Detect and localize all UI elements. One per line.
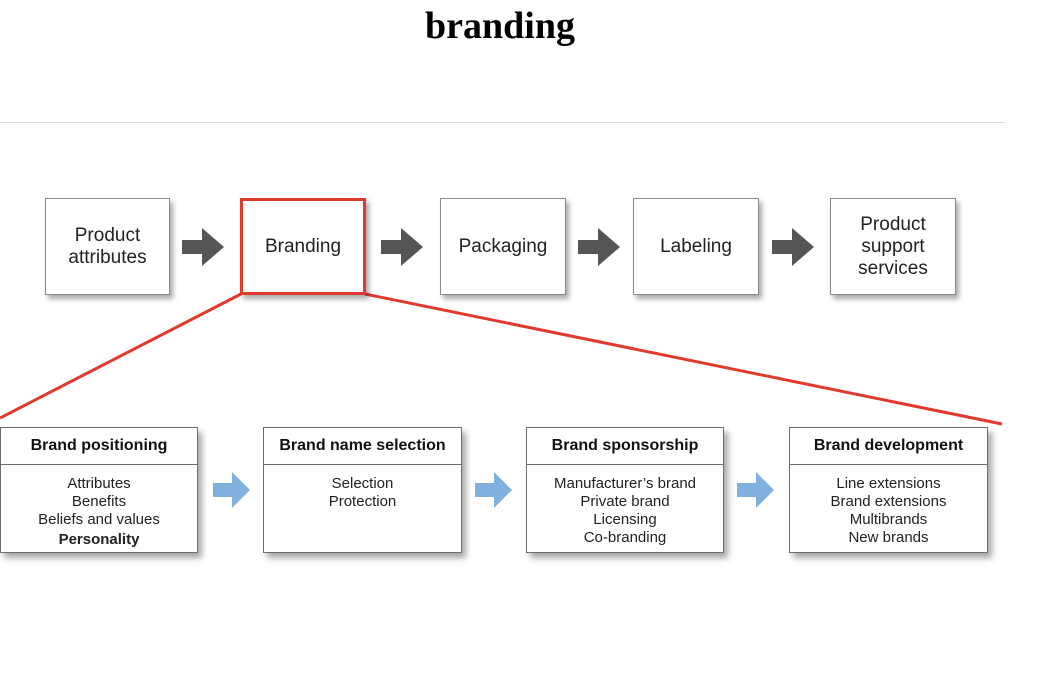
process-arrow-3	[578, 228, 620, 266]
card-item: Licensing	[593, 511, 657, 528]
slide-title: branding	[425, 5, 575, 47]
step-product-attributes: Product attributes	[45, 198, 170, 295]
card-item: Private brand	[580, 493, 670, 510]
card-item: Multibrands	[849, 511, 928, 528]
step-label: Product support services	[858, 213, 928, 279]
card-heading: Brand name selection	[264, 428, 461, 465]
card-brand-development: Brand development Line extensions Brand …	[789, 427, 988, 553]
step-label: Branding	[264, 235, 342, 257]
card-heading: Brand sponsorship	[527, 428, 723, 465]
card-item: Co-branding	[583, 529, 667, 546]
card-brand-positioning: Brand positioning Attributes Benefits Be…	[0, 427, 198, 553]
process-arrow-4	[772, 228, 814, 266]
step-branding: Branding	[240, 198, 366, 295]
card-heading: Brand development	[790, 428, 987, 465]
card-item: Manufacturer’s brand	[553, 475, 697, 492]
card-item: Attributes	[67, 475, 131, 492]
card-item: Personality	[58, 531, 140, 548]
card-brand-sponsorship: Brand sponsorship Manufacturer’s brand P…	[526, 427, 724, 553]
card-item: Line extensions	[836, 475, 941, 492]
card-items: Selection Protection	[264, 465, 461, 511]
card-items: Line extensions Brand extensions Multibr…	[790, 465, 987, 547]
step-label: Packaging	[458, 235, 548, 257]
card-heading: Brand positioning	[1, 428, 197, 465]
zoom-line-left	[0, 292, 242, 420]
card-item: Protection	[328, 493, 397, 510]
step-packaging: Packaging	[440, 198, 566, 295]
card-items: Attributes Benefits Beliefs and values P…	[1, 465, 197, 549]
step-label: Labeling	[660, 235, 732, 257]
step-label: Product attributes	[68, 224, 147, 268]
card-item: Brand extensions	[830, 493, 947, 510]
process-arrow-2	[381, 228, 423, 266]
title-divider	[0, 122, 1005, 123]
card-items: Manufacturer’s brand Private brand Licen…	[527, 465, 723, 547]
step-labeling: Labeling	[633, 198, 759, 295]
process-arrow-1	[182, 228, 224, 266]
decision-arrow-2	[475, 472, 512, 508]
step-product-support-services: Product support services	[830, 198, 956, 295]
card-brand-name-selection: Brand name selection Selection Protectio…	[263, 427, 462, 553]
zoom-line-right	[364, 292, 1003, 426]
card-item: Beliefs and values	[38, 511, 160, 528]
decision-arrow-3	[737, 472, 774, 508]
card-item: Selection	[331, 475, 394, 492]
card-item: Benefits	[71, 493, 127, 510]
decision-arrow-1	[213, 472, 250, 508]
card-item: New brands	[848, 529, 929, 546]
